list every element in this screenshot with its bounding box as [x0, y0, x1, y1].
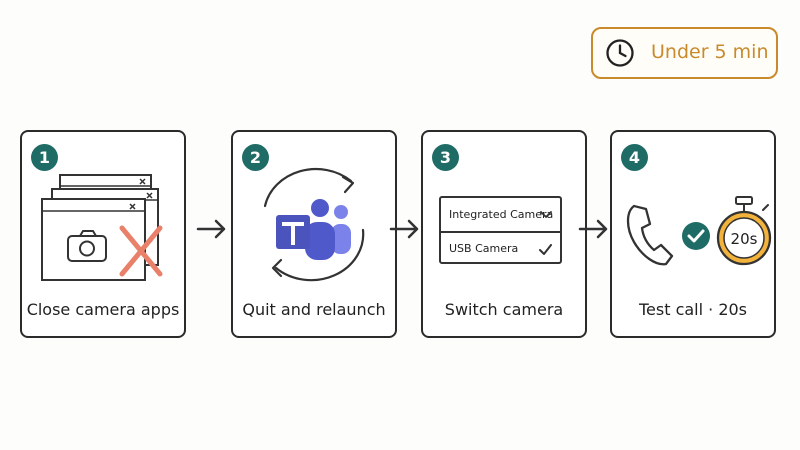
step-number-badge: 2	[242, 144, 269, 171]
chevron-down-icon	[540, 211, 552, 218]
step-card-test-call: 20s 4 Test call · 20s	[610, 130, 776, 338]
stopwatch-icon: 20s	[716, 196, 772, 266]
step-label: Switch camera	[444, 300, 564, 319]
step-card-switch-camera: 3 Integrated Camera USB Camera Switch ca…	[421, 130, 587, 338]
test-call-art: 20s	[626, 196, 772, 266]
phone-icon	[626, 204, 674, 266]
step-number-badge: 1	[31, 144, 58, 171]
arrow-right-icon	[389, 219, 419, 239]
step-number-badge: 4	[621, 144, 648, 171]
checkmark-icon	[539, 244, 552, 255]
step-label: Quit and relaunch	[242, 300, 386, 319]
arrow-right-icon	[196, 219, 226, 239]
camera-select-list[interactable]: Integrated Camera USB Camera	[439, 196, 562, 264]
stopwatch-time: 20s	[731, 230, 758, 248]
step-card-relaunch: 2 Quit and relaunch	[231, 130, 397, 338]
step-label: Test call · 20s	[638, 300, 748, 319]
arrow-right-icon	[578, 219, 608, 239]
clock-icon	[606, 39, 634, 67]
duration-badge: Under 5 min	[591, 27, 778, 79]
step-number-badge: 3	[432, 144, 459, 171]
camera-option-label: Integrated Camera	[449, 208, 554, 221]
success-check-icon	[682, 222, 710, 250]
duration-label: Under 5 min	[651, 41, 769, 63]
step-card-close-apps: 1 Close camera apps	[20, 130, 186, 338]
step-label: Close camera apps	[26, 300, 180, 319]
camera-windows-icon	[41, 174, 163, 281]
teams-relaunch-icon	[263, 167, 365, 282]
camera-option-integrated[interactable]: Integrated Camera	[441, 198, 560, 231]
camera-option-usb[interactable]: USB Camera	[441, 231, 560, 264]
camera-option-label: USB Camera	[449, 242, 519, 255]
